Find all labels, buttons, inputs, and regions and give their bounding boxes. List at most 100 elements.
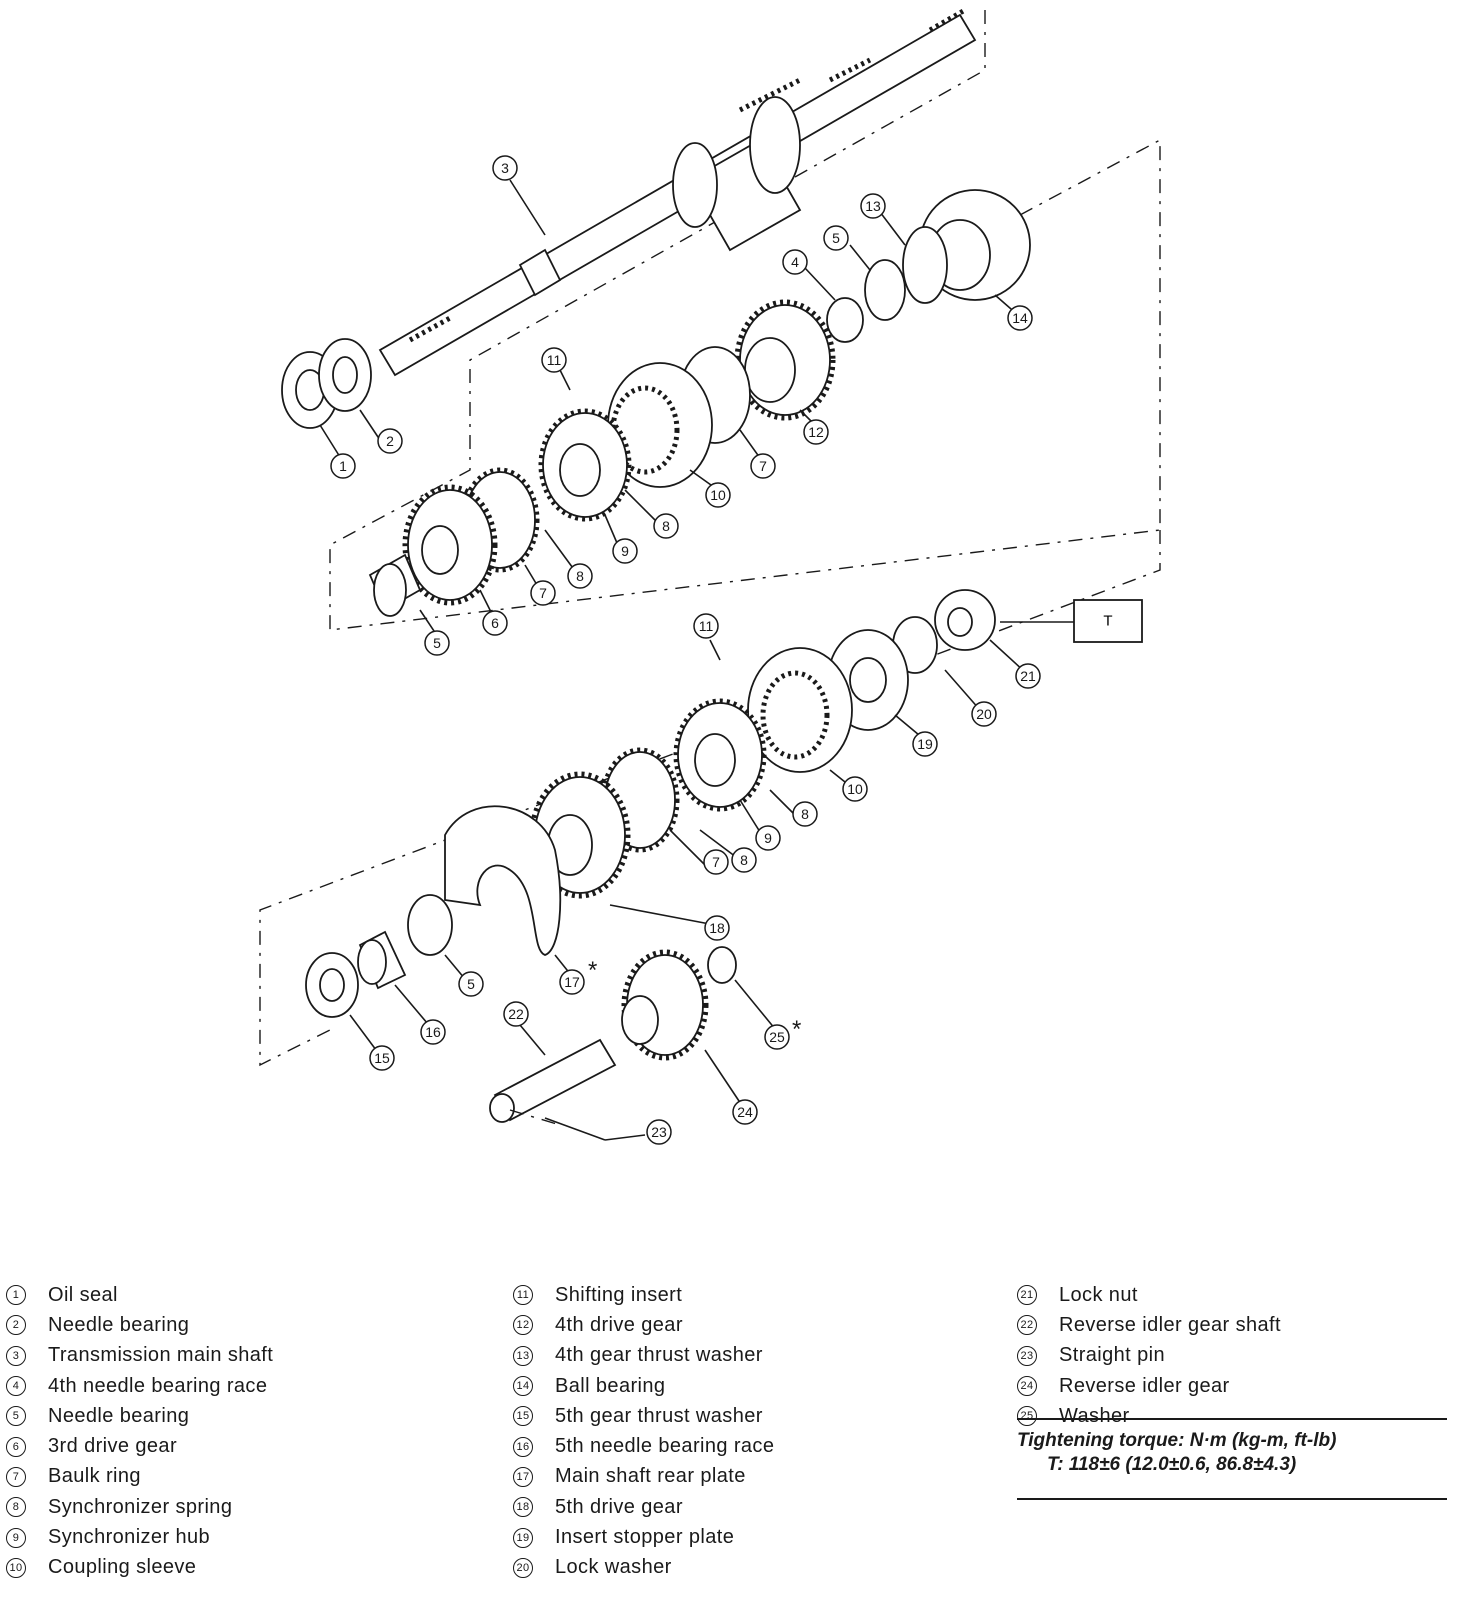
callout-number: 5 — [832, 230, 840, 246]
synchronizer-hub-part-2 — [673, 698, 767, 812]
legend-label: 4th needle bearing race — [48, 1374, 268, 1397]
callout-19: 19 — [912, 731, 938, 757]
callout-10: 10 — [842, 776, 868, 802]
callout-number: 12 — [808, 424, 824, 440]
callout-number: 18 — [709, 920, 725, 936]
torque-value: T: 118±6 (12.0±0.6, 86.8±4.3) — [1047, 1454, 1297, 1475]
callout-number: 24 — [737, 1104, 753, 1120]
thrust-washer-part — [902, 226, 948, 304]
legend-number: 7 — [6, 1466, 26, 1487]
reverse-idler-gear-part — [621, 949, 709, 1061]
legend-label: 5th drive gear — [555, 1495, 683, 1518]
legend-label: Reverse idler gear — [1059, 1374, 1230, 1397]
callout-number: 16 — [425, 1024, 441, 1040]
callout-number: 25 — [769, 1029, 785, 1045]
legend-label: Oil seal — [48, 1283, 118, 1306]
torque-box-label: T — [1103, 613, 1112, 630]
callout-21: 21 — [1015, 663, 1041, 689]
transmission-main-shaft — [378, 7, 977, 377]
callout-8: 8 — [731, 847, 757, 873]
legend-label: Coupling sleeve — [48, 1556, 197, 1579]
callout-number: 5 — [467, 976, 475, 992]
callout-4: 4 — [782, 249, 808, 275]
callout-number: 8 — [576, 568, 584, 584]
legend-item: 15 5th gear thrust washer — [513, 1401, 774, 1431]
callout-5: 5 — [823, 225, 849, 251]
callout-number: 2 — [386, 433, 394, 449]
legend-number: 4 — [6, 1376, 26, 1397]
legend-number: 24 — [1017, 1376, 1037, 1397]
pin-guide-line — [509, 1109, 561, 1126]
legend-number: 21 — [1017, 1285, 1037, 1306]
callout-11: 11 — [541, 347, 567, 373]
legend-item: 3 Transmission main shaft — [6, 1341, 273, 1371]
callout-number: 20 — [976, 706, 992, 722]
torque-box: T — [1073, 599, 1143, 643]
callout-20: 20 — [971, 701, 997, 727]
callout-16: 16 — [420, 1019, 446, 1045]
callout-number: 22 — [508, 1006, 524, 1022]
needle-bearing-part-4 — [407, 894, 453, 956]
legend-number: 12 — [513, 1315, 533, 1336]
callout-23: 23 — [646, 1119, 672, 1145]
legend-number: 1 — [6, 1285, 26, 1306]
upper-frame-line — [329, 10, 986, 630]
legend-item: 4 4th needle bearing race — [6, 1371, 273, 1401]
callout-5: 5 — [424, 630, 450, 656]
callout-number: 1 — [339, 458, 347, 474]
callout-number: 8 — [801, 806, 809, 822]
legend-number: 10 — [6, 1557, 26, 1578]
washer-part — [707, 946, 737, 984]
callout-number: 11 — [699, 618, 714, 634]
thrust-washer-part-2 — [305, 952, 359, 1018]
bearing-race-part-2 — [357, 930, 407, 990]
lock-nut-part — [934, 589, 996, 651]
lower-frame-line — [259, 530, 1161, 1067]
callout-18: 18 — [704, 915, 730, 941]
legend-item: 10 Coupling sleeve — [6, 1553, 273, 1583]
legend-label: Main shaft rear plate — [555, 1465, 746, 1488]
legend-number: 15 — [513, 1406, 533, 1427]
legend-label: Transmission main shaft — [48, 1344, 274, 1367]
reverse-idler-gear-shaft-part — [489, 1038, 617, 1123]
legend-label: Needle bearing — [48, 1313, 190, 1336]
synchronizer-hub-part — [538, 408, 632, 522]
upper-right-frame-line — [329, 138, 1161, 631]
callout-7: 7 — [530, 580, 556, 606]
callout-8: 8 — [567, 563, 593, 589]
callout-number: 13 — [865, 198, 881, 214]
legend-number: 3 — [6, 1345, 26, 1366]
callout-number: 15 — [374, 1050, 390, 1066]
callout-7: 7 — [703, 849, 729, 875]
legend-number: 8 — [6, 1497, 26, 1518]
legend-number: 19 — [513, 1527, 533, 1548]
callout-number: 19 — [917, 736, 933, 752]
torque-top-rule — [1017, 1418, 1447, 1420]
legend-label: 3rd drive gear — [48, 1435, 177, 1458]
callout-1: 1 — [330, 453, 356, 479]
legend-label: 4th drive gear — [555, 1313, 683, 1336]
callout-8: 8 — [792, 801, 818, 827]
callout-15: 15 — [369, 1045, 395, 1071]
callout-number: 4 — [791, 254, 799, 270]
legend-item: 12 4th drive gear — [513, 1310, 774, 1340]
callout-13: 13 — [860, 193, 886, 219]
3rd-drive-gear-part — [402, 484, 498, 606]
callout-number: 14 — [1012, 310, 1028, 326]
callout-number: 9 — [621, 543, 629, 559]
callout-17: 17 — [559, 969, 585, 995]
legend-label: Synchronizer spring — [48, 1495, 233, 1518]
legend-label: Ball bearing — [555, 1374, 666, 1397]
legend-label: 5th gear thrust washer — [555, 1404, 763, 1427]
callout-3: 3 — [492, 155, 518, 181]
